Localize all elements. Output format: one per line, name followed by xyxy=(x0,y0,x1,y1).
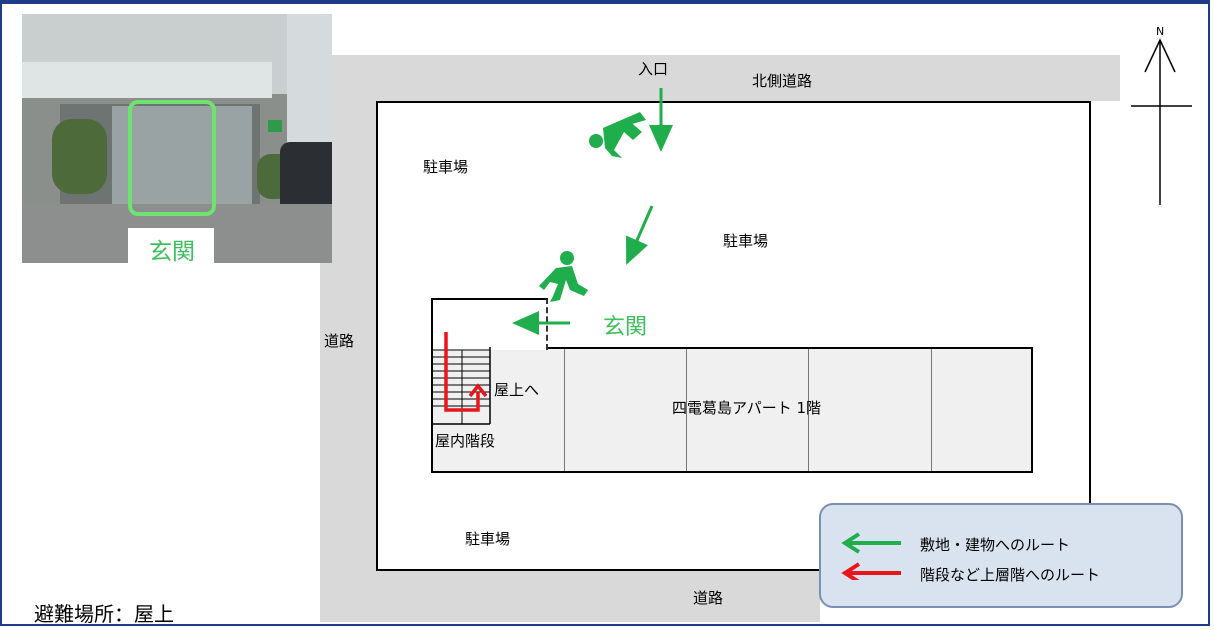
parking-label: 駐車場 xyxy=(465,530,511,548)
building-footprint xyxy=(431,347,1033,473)
legend-arrows xyxy=(841,532,901,580)
building-divider xyxy=(564,349,565,471)
running-person-icon xyxy=(539,251,588,302)
shelter-label: 避難場所：屋上 xyxy=(34,602,174,626)
south-road-label: 道路 xyxy=(693,589,724,607)
road-south xyxy=(320,571,820,622)
entrance-highlight-box xyxy=(128,100,216,216)
building-divider xyxy=(808,349,809,471)
parking-label: 駐車場 xyxy=(723,232,769,250)
building-name-label: 四電葛島アパート 1階 xyxy=(672,399,822,417)
legend-item-green: 敷地・建物へのルート xyxy=(920,536,1071,554)
red-arrowhead xyxy=(468,383,488,398)
building-divider xyxy=(686,349,687,471)
north-road-label: 北側道路 xyxy=(752,72,813,90)
stairs-drawing xyxy=(433,347,491,425)
red-route-arrow xyxy=(444,332,480,412)
entrance-photo: 玄関 xyxy=(22,14,332,263)
legend-item-red: 階段など上層階へのルート xyxy=(920,566,1101,584)
green-arrow-diagonal xyxy=(626,205,654,265)
entrance-label: 入口 xyxy=(638,60,669,78)
compass-north-label: N xyxy=(1156,25,1165,38)
compass-drawing xyxy=(1131,38,1192,205)
legend-box: 敷地・建物へのルート 階段など上層階へのルート xyxy=(819,503,1183,608)
west-road-label: 道路 xyxy=(324,332,355,350)
stairs-label: 屋内階段 xyxy=(435,432,496,450)
photo-caption: 玄関 xyxy=(149,239,195,263)
building-divider xyxy=(931,349,932,471)
roof-label: 屋上へ xyxy=(494,381,540,399)
genkan-label: 玄関 xyxy=(603,315,648,340)
photo-caption-box xyxy=(128,228,214,263)
road-north xyxy=(320,55,1120,101)
running-person-icon xyxy=(589,112,646,158)
parking-label: 駐車場 xyxy=(423,158,469,176)
